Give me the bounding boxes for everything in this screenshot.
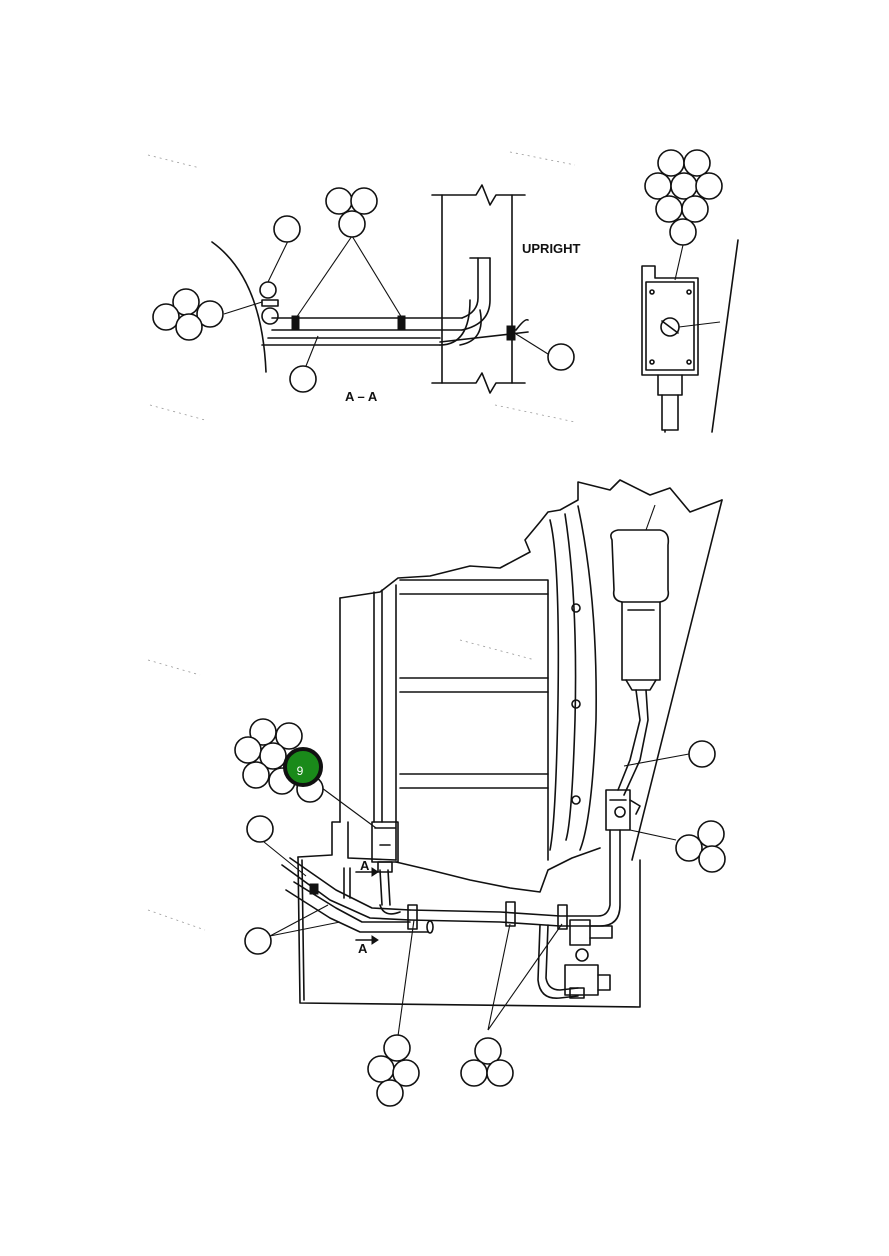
section-label: A – A xyxy=(345,389,378,404)
callout-bubble[interactable] xyxy=(367,1055,395,1083)
callout-bubble[interactable] xyxy=(675,834,703,862)
callout-bubble[interactable] xyxy=(175,313,203,341)
callout-bubble[interactable] xyxy=(242,761,270,789)
callout-bubble[interactable] xyxy=(244,927,272,955)
callout-bubbles-top-left xyxy=(152,187,575,393)
callout-bubble[interactable] xyxy=(273,215,301,243)
callout-bubble[interactable] xyxy=(246,815,274,843)
callout-bubble[interactable] xyxy=(486,1059,514,1087)
callout-bubbles-top-right xyxy=(644,149,723,246)
upright-label: UPRIGHT xyxy=(522,241,581,256)
panel-detail-view xyxy=(641,239,739,433)
callout-bubble[interactable] xyxy=(392,1059,420,1087)
callout-bubble[interactable] xyxy=(670,172,698,200)
callout-bubble[interactable] xyxy=(338,210,366,238)
callout-bubble[interactable] xyxy=(325,187,353,215)
callout-bubble[interactable] xyxy=(383,1034,411,1062)
callout-bubble[interactable] xyxy=(196,300,224,328)
callout-bubble[interactable] xyxy=(289,365,317,393)
callout-bubble[interactable] xyxy=(350,187,378,215)
callout-bubble[interactable] xyxy=(669,218,697,246)
main-assembly-view: A A xyxy=(263,479,723,1037)
callout-bubble-highlighted[interactable] xyxy=(283,747,323,787)
callout-bubble[interactable] xyxy=(683,149,711,177)
callout-bubble[interactable] xyxy=(547,343,575,371)
scan-noise xyxy=(147,151,576,931)
callout-bubbles-main: 9 xyxy=(234,718,726,1107)
callout-bubble[interactable] xyxy=(275,722,303,750)
callout-bubble[interactable] xyxy=(698,845,726,873)
callout-bubble[interactable] xyxy=(688,740,716,768)
callout-bubble[interactable] xyxy=(644,172,672,200)
callout-bubble[interactable] xyxy=(376,1079,404,1107)
callout-bubble[interactable] xyxy=(657,149,685,177)
callout-number-highlighted: 9 xyxy=(297,764,304,778)
callout-bubble[interactable] xyxy=(259,742,287,770)
tank-wall-curve xyxy=(211,241,267,373)
callout-bubble[interactable] xyxy=(474,1037,502,1065)
callout-bubble[interactable] xyxy=(695,172,723,200)
section-arrow-top-label: A xyxy=(360,858,370,873)
callout-bubble[interactable] xyxy=(152,303,180,331)
callout-bubble[interactable] xyxy=(234,736,262,764)
callout-bubble[interactable] xyxy=(681,195,709,223)
section-a-a-view: UPRIGHT A – A xyxy=(211,184,581,404)
section-arrow-bottom-label: A xyxy=(358,941,368,956)
callout-bubble[interactable] xyxy=(655,195,683,223)
callout-bubble[interactable] xyxy=(460,1059,488,1087)
